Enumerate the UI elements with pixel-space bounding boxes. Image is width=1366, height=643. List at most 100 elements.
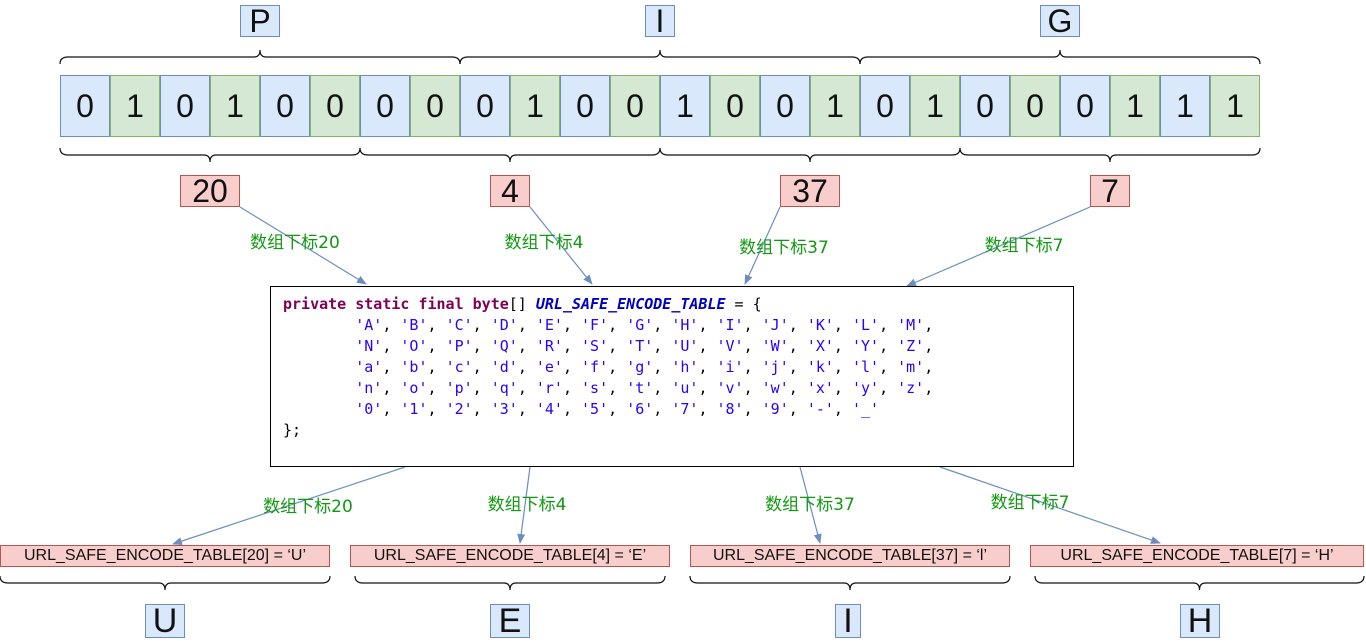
code-brackets: [] — [508, 295, 536, 313]
code-char-literal: 'O' — [400, 337, 428, 355]
edge-label-top-37: 数组下标37 — [739, 238, 829, 258]
code-char-literal: 'f' — [581, 358, 609, 376]
code-keyword: private — [283, 295, 347, 313]
bit-cell: 1 — [810, 75, 860, 137]
code-char-literal: 'o' — [400, 379, 428, 397]
code-char-literal: '2' — [445, 400, 473, 418]
edge-label-bottom-4: 数组下标4 — [487, 495, 567, 515]
bit-cell: 0 — [860, 75, 910, 137]
byte-brace-g — [859, 49, 1261, 65]
bit-cell: 1 — [510, 75, 560, 137]
code-char-literal: 'Q' — [490, 337, 518, 355]
code-char-literal: 't' — [626, 379, 654, 397]
code-char-literal: 'K' — [806, 316, 834, 334]
code-char-literal: 'S' — [581, 337, 609, 355]
arrow-table-to-result-e — [517, 466, 531, 544]
code-line: '0', '1', '2', '3', '4', '5', '6', '7', … — [355, 400, 880, 418]
bit-cell: 1 — [110, 75, 160, 137]
code-char-literal: '8' — [716, 400, 744, 418]
output-h: H — [1180, 602, 1220, 640]
encode-table-code: private static final byte[] URL_SAFE_ENC… — [270, 286, 1074, 467]
bit-cell: 0 — [360, 75, 410, 137]
result-brace-h — [1034, 575, 1365, 591]
result-brace-u — [0, 575, 331, 591]
code-char-literal: 'C' — [445, 316, 473, 334]
code-char-literal: 'M' — [897, 316, 925, 334]
code-char-literal: '6' — [626, 400, 654, 418]
edge-label-bottom-7: 数组下标7 — [990, 493, 1070, 513]
bit-cell: 0 — [710, 75, 760, 137]
code-char-literal: 'b' — [400, 358, 428, 376]
group-brace-2 — [359, 147, 661, 163]
bit-cell: 1 — [910, 75, 960, 137]
code-char-literal: 'I' — [716, 316, 744, 334]
code-keyword: final — [418, 295, 464, 313]
code-char-literal: 'g' — [626, 358, 654, 376]
code-line: 'A', 'B', 'C', 'D', 'E', 'F', 'G', 'H', … — [355, 316, 934, 334]
code-char-literal: 'e' — [535, 358, 563, 376]
bit-cell: 0 — [610, 75, 660, 137]
arrow-index-4-to-table — [529, 206, 593, 285]
index-4: 4 — [490, 173, 530, 209]
code-line: 'N', 'O', 'P', 'Q', 'R', 'S', 'T', 'U', … — [355, 337, 934, 355]
code-table-name: URL_SAFE_ENCODE_TABLE — [535, 295, 726, 313]
bit-cell: 0 — [760, 75, 810, 137]
code-char-literal: 'u' — [671, 379, 699, 397]
arrow-index-7-to-table — [906, 206, 1091, 287]
output-i: I — [835, 602, 861, 640]
code-char-literal: 'B' — [400, 316, 428, 334]
code-char-literal: 'L' — [851, 316, 880, 334]
code-char-literal: 'Y' — [851, 337, 880, 355]
code-char-literal: 'U' — [671, 337, 699, 355]
bit-cell: 0 — [260, 75, 310, 137]
code-char-literal: 'P' — [445, 337, 473, 355]
code-char-literal: 'p' — [445, 379, 473, 397]
code-char-literal: 'G' — [626, 316, 654, 334]
code-char-literal: 'X' — [806, 337, 834, 355]
code-char-literal: '-' — [806, 400, 834, 418]
result-l: URL_SAFE_ENCODE_TABLE[37] = ‘l’ — [690, 545, 1010, 567]
code-char-literal: 'J' — [761, 316, 789, 334]
code-char-literal: 's' — [581, 379, 609, 397]
bit-cell: 1 — [1110, 75, 1160, 137]
code-char-literal: 'W' — [761, 337, 789, 355]
code-char-literal: 'd' — [490, 358, 518, 376]
edge-label-bottom-37: 数组下标37 — [765, 495, 855, 515]
code-char-literal: 'k' — [806, 358, 834, 376]
code-char-literal: 'N' — [355, 337, 383, 355]
code-char-literal: '1' — [400, 400, 428, 418]
edge-label-top-7: 数组下标7 — [984, 236, 1064, 256]
code-line: 'n', 'o', 'p', 'q', 'r', 's', 't', 'u', … — [355, 379, 934, 397]
bit-cell: 0 — [560, 75, 610, 137]
code-char-literal: 'y' — [851, 379, 880, 397]
result-brace-e — [354, 575, 666, 591]
bit-cell: 1 — [1160, 75, 1210, 137]
code-char-literal: 'R' — [535, 337, 563, 355]
arrow-index-37-to-table — [744, 206, 781, 285]
code-char-literal: 'T' — [626, 337, 654, 355]
code-char-literal: 'a' — [355, 358, 383, 376]
index-20: 20 — [180, 173, 240, 209]
arrow-table-to-result-u — [172, 466, 406, 545]
result-u: URL_SAFE_ENCODE_TABLE[20] = ‘U’ — [0, 545, 330, 567]
code-char-literal: 'A' — [355, 316, 383, 334]
code-char-literal: 'j' — [761, 358, 789, 376]
code-char-literal: '_' — [851, 400, 880, 418]
byte-brace-p — [59, 49, 461, 65]
bit-cell: 0 — [1010, 75, 1060, 137]
code-char-literal: 'r' — [535, 379, 563, 397]
result-e: URL_SAFE_ENCODE_TABLE[4] = ‘E’ — [350, 545, 670, 567]
edge-label-top-4: 数组下标4 — [504, 233, 584, 253]
code-char-literal: 'V' — [716, 337, 744, 355]
code-char-literal: 'c' — [445, 358, 473, 376]
code-keyword: static — [355, 295, 410, 313]
bit-cell: 1 — [1210, 75, 1260, 137]
group-brace-1 — [59, 147, 361, 163]
letter-i: I — [645, 3, 675, 39]
code-char-literal: 'D' — [490, 316, 518, 334]
byte-brace-i — [459, 49, 861, 65]
bit-cell: 0 — [60, 75, 110, 137]
code-char-literal: 'H' — [671, 316, 699, 334]
code-char-literal: '5' — [581, 400, 609, 418]
